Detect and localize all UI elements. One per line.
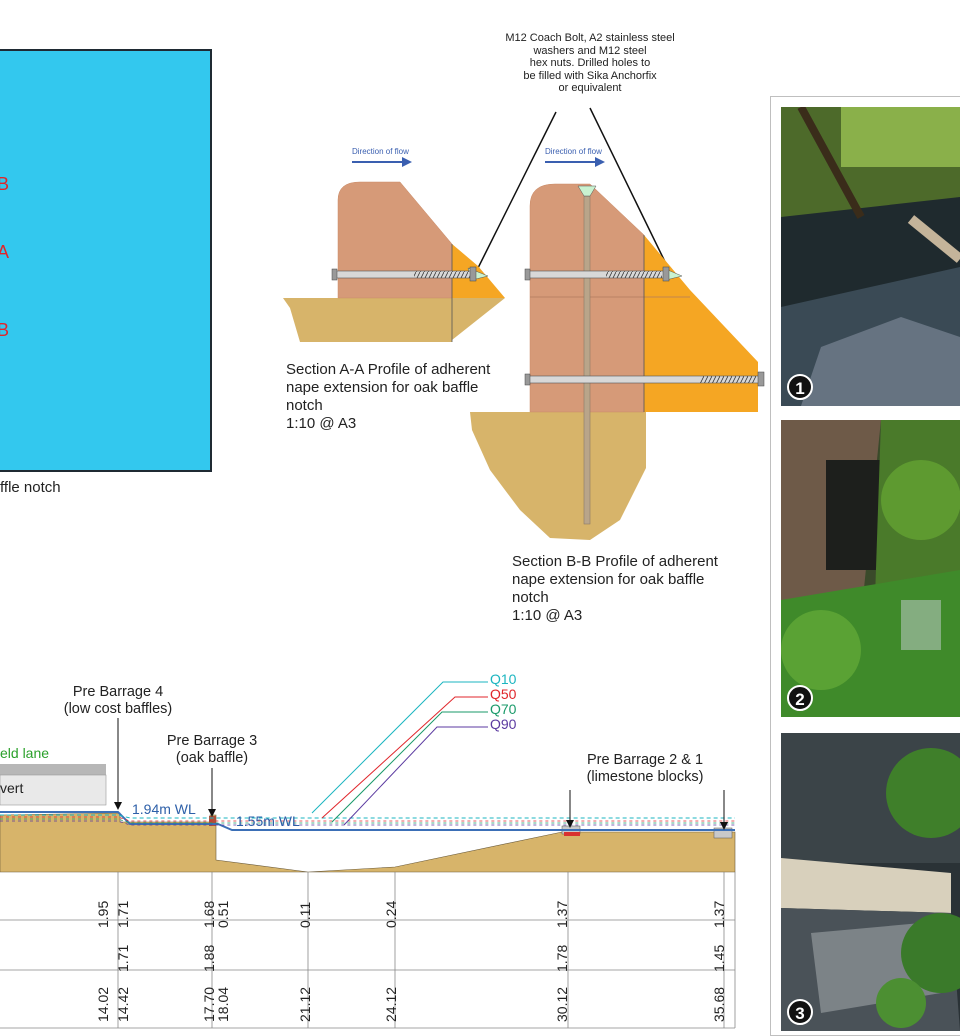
culvert-roof bbox=[0, 764, 106, 775]
leader-q90 bbox=[343, 726, 488, 826]
photo-3-number: 3 bbox=[787, 999, 813, 1025]
barrage4-label: Pre Barrage 4 (low cost baffles) bbox=[63, 684, 173, 717]
flow-label-b: Direction of flow bbox=[545, 147, 602, 156]
table-value-row2: 1.45 bbox=[711, 944, 727, 972]
barrage3-label: Pre Barrage 3 (oak baffle) bbox=[166, 733, 258, 766]
flow-q70-label: Q70 bbox=[490, 701, 517, 717]
barrage21-label: Pre Barrage 2 & 1 (limestone blocks) bbox=[586, 752, 704, 785]
flow-q10-label: Q10 bbox=[490, 671, 517, 687]
table-value-row3: 14.42 bbox=[115, 986, 131, 1022]
section-aa-drawing bbox=[283, 181, 505, 342]
table-value-row3: 35.68 bbox=[711, 986, 727, 1022]
table-value-row3: 17.70 bbox=[201, 986, 217, 1022]
flow-q50-label: Q50 bbox=[490, 686, 517, 702]
culvert-box bbox=[0, 774, 107, 806]
leader-q70 bbox=[331, 711, 488, 823]
table-value-row2: 1.78 bbox=[554, 944, 570, 972]
culvert-label: vert bbox=[0, 780, 24, 796]
photo-1-number: 1 bbox=[787, 374, 813, 400]
section-mark-a: A bbox=[0, 242, 10, 262]
wl1-label: 1.94m WL bbox=[132, 801, 196, 817]
leader-q10 bbox=[311, 681, 488, 814]
water-level-line bbox=[0, 811, 735, 831]
table-value-row1: 0.51 bbox=[215, 900, 231, 928]
section-aa-label: Section A-A Profile of adherent nape ext… bbox=[286, 361, 491, 432]
table-value-row1: 1.68 bbox=[201, 900, 217, 928]
section-bb-drawing bbox=[470, 183, 765, 540]
table-value-row3: 18.04 bbox=[215, 986, 231, 1022]
bolt-leader-left bbox=[475, 111, 557, 273]
wl2-label: 1.55m WL bbox=[236, 813, 300, 829]
bed-fill bbox=[0, 812, 736, 873]
cyan-panel bbox=[0, 49, 212, 472]
section-drawings bbox=[283, 107, 765, 540]
section-mark-b-top: B bbox=[0, 174, 10, 194]
long-profile bbox=[0, 681, 736, 1029]
photo-3: 3 bbox=[781, 733, 960, 1031]
table-value-row1: 1.71 bbox=[115, 900, 131, 928]
table-value-row3: 14.02 bbox=[95, 986, 111, 1022]
table-value-row3: 21.12 bbox=[297, 986, 313, 1022]
table-value-row1: 1.37 bbox=[711, 900, 727, 928]
cyan-panel-caption: ffle notch bbox=[0, 479, 61, 496]
leader-q50 bbox=[321, 696, 488, 819]
table-value-row1: 1.95 bbox=[95, 900, 111, 928]
photo-2-number: 2 bbox=[787, 685, 813, 711]
table-value-row2: 1.71 bbox=[115, 944, 131, 972]
bolt-note: M12 Coach Bolt, A2 stainless steel washe… bbox=[505, 32, 675, 94]
table-value-row3: 24.12 bbox=[383, 986, 399, 1022]
section-bb-label: Section B-B Profile of adherent nape ext… bbox=[512, 553, 718, 624]
section-mark-b-bottom: B bbox=[0, 320, 10, 340]
table-value-row1: 0.11 bbox=[297, 901, 313, 928]
photo-1: 1 bbox=[781, 107, 960, 406]
table-value-row1: 1.37 bbox=[554, 900, 570, 928]
table-value-row3: 30.12 bbox=[554, 986, 570, 1022]
photo-2: 2 bbox=[781, 420, 960, 717]
weir-3 bbox=[209, 816, 216, 826]
table-value-row1: 0.24 bbox=[383, 900, 399, 928]
table-value-row2: 1.88 bbox=[201, 944, 217, 972]
flow-q90-label: Q90 bbox=[490, 716, 517, 732]
lane-label: eld lane bbox=[0, 745, 50, 761]
bolt-leader-right bbox=[589, 107, 671, 273]
flow-label-a: Direction of flow bbox=[352, 147, 409, 156]
